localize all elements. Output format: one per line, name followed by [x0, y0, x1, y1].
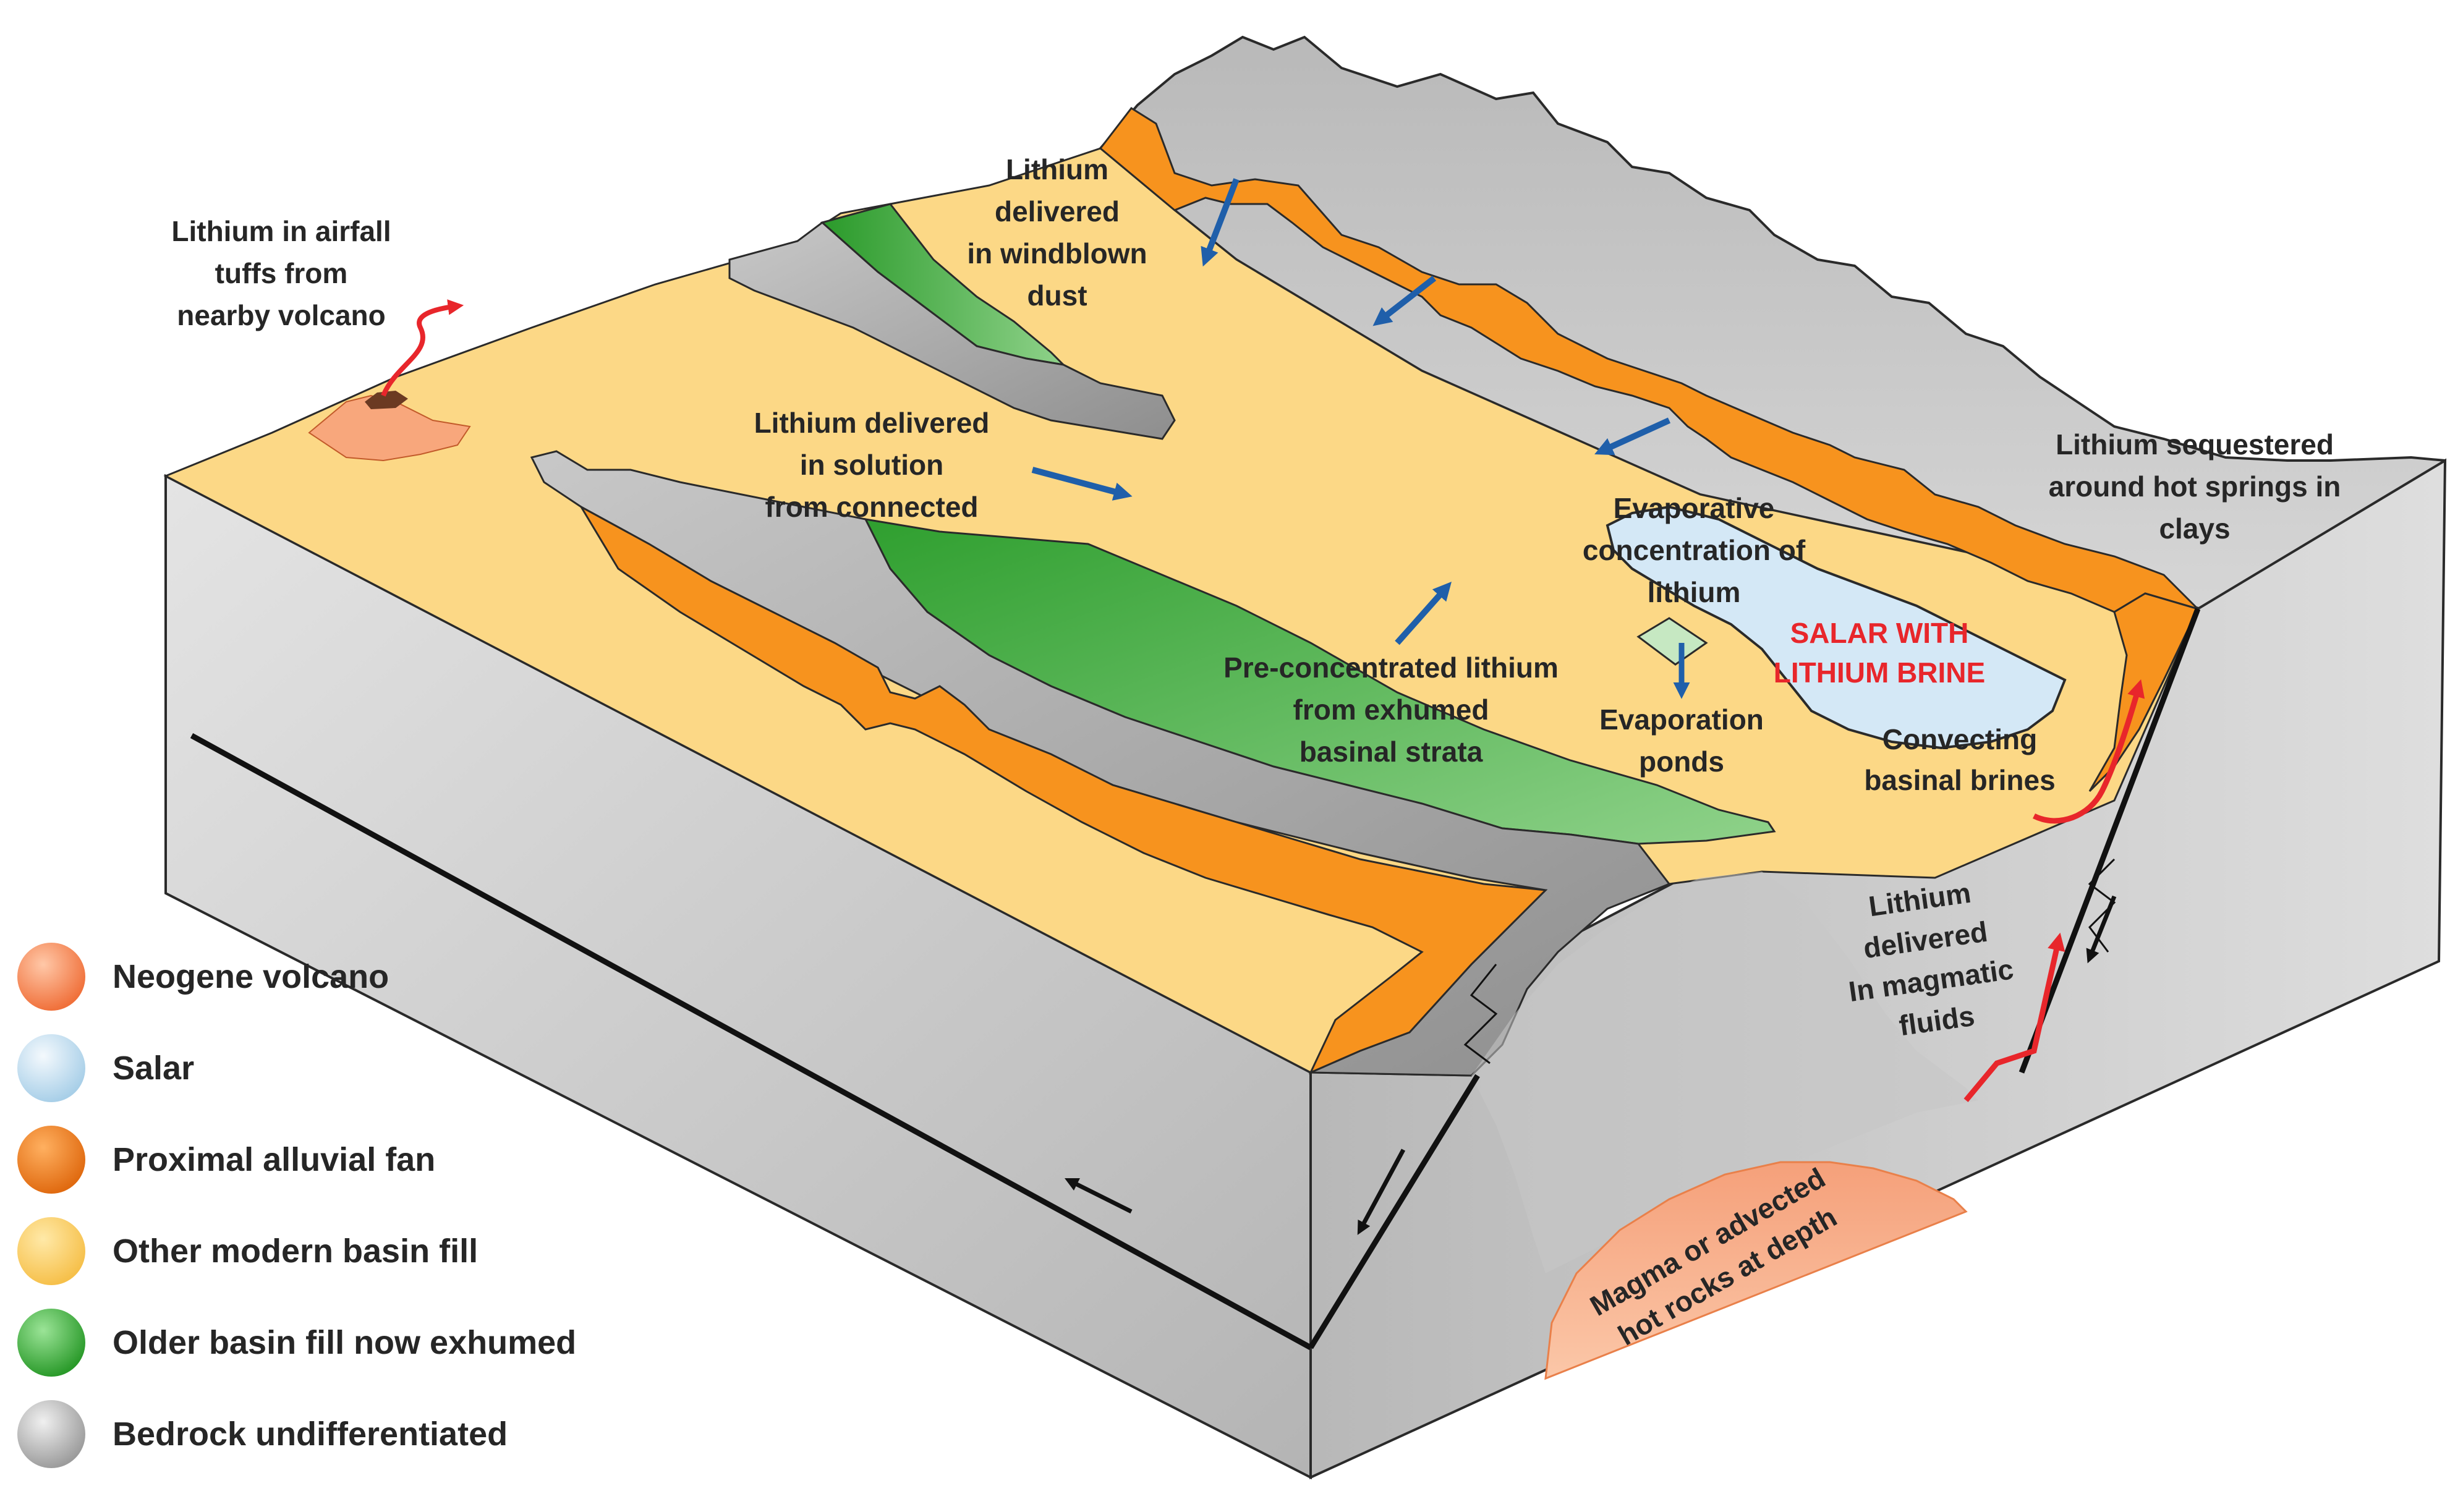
label-hot-springs: Lithium sequestered around hot springs in…	[2049, 428, 2341, 545]
legend-label: Proximal alluvial fan	[113, 1141, 436, 1178]
label-line: basinal strata	[1300, 736, 1483, 768]
fault-motion-arrow-left	[1357, 1149, 1406, 1235]
label-line: Lithium delivered	[754, 407, 990, 439]
fault-front	[1308, 1074, 1480, 1349]
neogene-volcano	[308, 394, 471, 462]
label-evaporative: Evaporative concentration of lithium	[1583, 492, 1806, 608]
legend-label: Neogene volcano	[113, 958, 389, 995]
label-convecting: Convecting basinal brines	[1864, 723, 2055, 796]
label-line: Lithium	[1006, 153, 1108, 185]
label-line: Lithium sequestered	[2056, 428, 2334, 461]
label-line: concentration of	[1583, 534, 1806, 566]
legend-item-other-modern-basin-fill: Other modern basin fill	[17, 1211, 478, 1291]
label-preconcentrated: Pre-concentrated lithium from exhumed basi…	[1223, 652, 1559, 768]
label-line: ponds	[1639, 745, 1724, 778]
blue-arrow-fan-2	[1594, 417, 1671, 456]
label-line: in solution	[800, 449, 944, 481]
label-line: from exhumed	[1293, 694, 1489, 726]
label-windblown: Lithium delivered in windblown dust	[967, 153, 1147, 312]
label-solution: Lithium delivered in solution from connect…	[754, 407, 990, 523]
label-line: Convecting	[1882, 723, 2037, 755]
magmatic-fluid-arrow	[1963, 932, 2065, 1102]
label-ponds: Evaporation ponds	[1599, 703, 1764, 778]
alluvial-fan-lower	[578, 504, 1548, 1074]
blue-arrow-windblown	[1201, 178, 1240, 267]
label-line: SALAR WITH	[1790, 617, 1969, 649]
label-salar: SALAR WITH LITHIUM BRINE	[1774, 617, 1985, 689]
label-line: clays	[2159, 512, 2230, 545]
label-line: Lithium in airfall	[171, 215, 391, 247]
legend-swatch	[17, 1400, 85, 1468]
label-line: from connected	[765, 491, 978, 523]
label-line: delivered	[995, 195, 1120, 227]
label-line: Evaporation	[1599, 703, 1764, 736]
salar	[1606, 505, 2067, 750]
magma-body	[1544, 1161, 1968, 1380]
label-line: around hot springs in	[2049, 470, 2341, 503]
label-line: Evaporative	[1614, 492, 1775, 524]
blue-arrow-fan-1	[1372, 276, 1437, 326]
fault-right	[2018, 608, 2201, 1074]
fault-right-branch	[2088, 858, 2116, 953]
volcano-ash-arrow	[381, 299, 464, 397]
legend-item-older-basin-fill: Older basin fill now exhumed	[17, 1302, 576, 1383]
label-line: tuffs from	[215, 257, 348, 289]
legend-item-salar: Salar	[17, 1028, 194, 1108]
bedrock-ridge-upper	[728, 221, 1176, 440]
legend-label: Other modern basin fill	[113, 1233, 479, 1270]
basement-slope	[1471, 872, 1978, 1273]
legend-label: Older basin fill now exhumed	[113, 1324, 577, 1361]
label-line: basinal brines	[1864, 764, 2055, 796]
legend-label: Bedrock undifferentiated	[113, 1416, 508, 1453]
fault-front-left	[190, 733, 1312, 1350]
label-line: Pre-concentrated lithium	[1223, 652, 1559, 684]
legend-swatch	[17, 1126, 85, 1194]
blue-arrow-solution	[1031, 467, 1133, 501]
legend-label: Salar	[113, 1050, 195, 1087]
label-line: dust	[1027, 279, 1087, 312]
label-airfall: Lithium in airfall tuffs from nearby volca…	[171, 215, 391, 331]
convection-arrow	[2032, 679, 2145, 824]
label-line: nearby volcano	[177, 299, 385, 331]
legend-item-proximal-alluvial-fan: Proximal alluvial fan	[17, 1119, 435, 1200]
blue-arrow-preconcentrated	[1395, 582, 1452, 645]
legend-swatch	[17, 1309, 85, 1377]
legend-swatch	[17, 1034, 85, 1102]
legend-swatch	[17, 943, 85, 1011]
fault-motion-arrow-right	[2086, 895, 2117, 964]
legend-item-bedrock: Bedrock undifferentiated	[17, 1394, 508, 1474]
legend-swatch	[17, 1217, 85, 1285]
label-line: LITHIUM BRINE	[1774, 656, 1985, 689]
evaporation-pond	[1636, 617, 1708, 666]
label-line: in windblown	[967, 237, 1147, 270]
legend-item-neogene-volcano: Neogene volcano	[17, 937, 389, 1017]
fault-motion-arrow-front	[1064, 1178, 1133, 1214]
label-line: lithium	[1648, 576, 1741, 608]
volcano-vent	[365, 391, 408, 409]
fault-front-branch	[1463, 964, 1498, 1064]
